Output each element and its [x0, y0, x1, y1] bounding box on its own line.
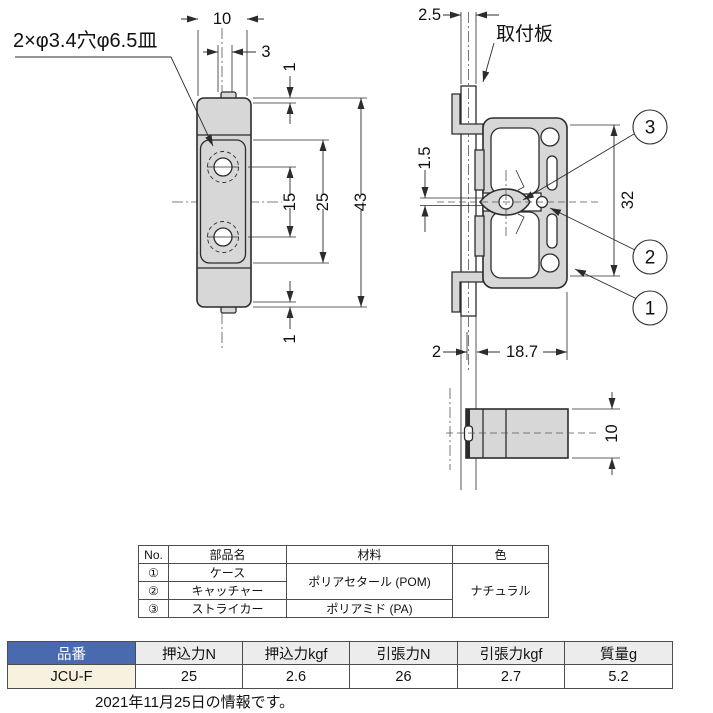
spec-pull-kgf: 2.7: [457, 664, 565, 689]
svg-text:10: 10: [213, 10, 231, 28]
parts-no-1: ①: [138, 563, 169, 582]
svg-text:15: 15: [281, 193, 299, 211]
spec-mass: 5.2: [564, 664, 673, 689]
parts-col-material: 材料: [286, 545, 453, 564]
spec-push-n: 25: [135, 664, 243, 689]
parts-header-row: No. 部品名 材料 色: [138, 545, 549, 564]
front-view: 2×φ3.4穴φ6.5皿 10 3: [13, 10, 370, 348]
svg-text:2: 2: [645, 248, 656, 269]
dim-side-height: 10: [572, 392, 621, 475]
side-notch: [463, 425, 474, 442]
mounting-plate-label: 取付板: [482, 23, 553, 83]
plate-pad-bottom: [474, 215, 485, 257]
case-front-body: [196, 97, 252, 308]
cavity-top: [490, 127, 540, 195]
svg-text:25: 25: [314, 193, 332, 211]
spec-data-row: JCU-F 25 2.6 26 2.7 5.2: [7, 664, 673, 689]
hole-note: 2×φ3.4穴φ6.5皿: [13, 29, 214, 147]
dim-front-top-margin: 1: [281, 62, 299, 124]
spec-col-push-kgf: 押込力kgf: [242, 641, 350, 665]
parts-name-case: ケース: [168, 563, 287, 582]
svg-text:1: 1: [281, 62, 299, 71]
svg-text:1: 1: [645, 299, 656, 320]
callout-3: 3: [522, 109, 668, 201]
callout-1-bubble: [632, 290, 668, 326]
dim-depth-chain: 2 18.7: [432, 292, 568, 361]
plate-pad-top: [474, 149, 485, 191]
slot-bottom: [546, 213, 558, 249]
dim-front-hole-pitch: 15: [281, 167, 299, 237]
spec-part-no: JCU-F: [7, 664, 136, 689]
hole-note-label: 2×φ3.4穴φ6.5皿: [13, 29, 157, 52]
svg-text:10: 10: [603, 424, 621, 442]
spec-col-push-n: 押込力N: [135, 641, 243, 665]
svg-text:3: 3: [261, 43, 270, 61]
dim-section-height: 32: [570, 124, 637, 277]
case-side-body: [465, 408, 569, 459]
spec-col-pull-kgf: 引張力kgf: [457, 641, 565, 665]
spec-col-mass: 質量g: [564, 641, 673, 665]
callout-3-bubble: [632, 109, 668, 145]
dim-front-bottom-margin: 1: [281, 281, 299, 344]
spec-header-row: 品番 押込力N 押込力kgf 引張力N 引張力kgf 質量g: [7, 641, 673, 665]
technical-drawing: 2×φ3.4穴φ6.5皿 10 3: [13, 6, 668, 490]
dim-front-inner-height: 25: [314, 140, 332, 263]
section-hole-bottom: [540, 253, 560, 273]
svg-text:18.7: 18.7: [506, 343, 538, 361]
info-date-note: 2021年11月25日の情報です。: [95, 694, 295, 711]
spec-table: 品番 押込力N 押込力kgf 引張力N 引張力kgf 質量g JCU-F 25 …: [7, 641, 673, 689]
svg-text:1.5: 1.5: [416, 147, 434, 170]
parts-name-striker: ストライカー: [168, 599, 287, 618]
parts-material-pa: ポリアミド (PA): [286, 599, 453, 618]
hole-note-leader: [15, 56, 214, 147]
dim-plate-thickness: 2.5: [418, 6, 499, 24]
svg-text:3: 3: [645, 118, 656, 139]
svg-text:2.5: 2.5: [418, 6, 441, 24]
spec-col-pull-n: 引張力N: [349, 641, 458, 665]
parts-col-color: 色: [452, 545, 549, 564]
parts-row-catcher: ② キャッチャー: [138, 581, 549, 600]
cavity-bottom: [490, 211, 540, 279]
spec-pull-n: 26: [349, 664, 458, 689]
parts-color-value: ナチュラル: [452, 563, 549, 618]
parts-material-pom: ポリアセタール (POM): [286, 563, 453, 600]
svg-text:取付板: 取付板: [496, 23, 553, 45]
dim-slot-width: 1.5: [416, 147, 434, 232]
parts-no-3: ③: [138, 599, 169, 618]
callout-2: 2: [549, 207, 668, 275]
parts-table: No. 部品名 材料 色 ① ケース ポリアセタール (POM) ナチュラル ②…: [138, 545, 549, 618]
dim-front-offset: 3: [203, 43, 271, 92]
svg-text:2: 2: [432, 343, 441, 361]
section-hole-top: [540, 127, 560, 147]
parts-col-name: 部品名: [168, 545, 287, 564]
parts-no-2: ②: [138, 581, 169, 600]
spec-push-kgf: 2.6: [242, 664, 350, 689]
callout-1: 1: [574, 268, 668, 326]
parts-name-catcher: キャッチャー: [168, 581, 287, 600]
parts-col-no: No.: [138, 545, 169, 564]
svg-text:32: 32: [619, 191, 637, 209]
parts-row-case: ① ケース ポリアセタール (POM) ナチュラル: [138, 563, 549, 618]
parts-row-striker: ③ ストライカー ポリアミド (PA): [138, 599, 549, 618]
spec-col-part-no: 品番: [7, 641, 136, 665]
callout-2-bubble: [632, 239, 668, 275]
svg-text:1: 1: [281, 334, 299, 343]
dim-front-total-height: 43: [352, 98, 370, 307]
bottom-view: 10: [446, 388, 621, 475]
svg-text:43: 43: [352, 193, 370, 211]
plate-seat: [199, 139, 247, 264]
dim-front-width: 10: [181, 10, 264, 96]
section-view: 2.5 取付板 1.5 32 2 18.7: [416, 6, 668, 490]
